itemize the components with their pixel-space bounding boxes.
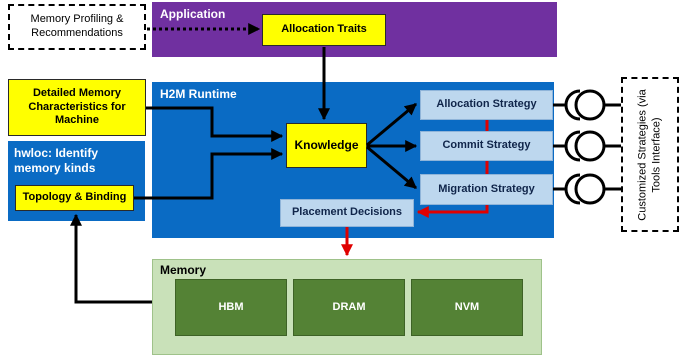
commit-interface-socket — [553, 130, 621, 162]
allocation-traits-box: Allocation Traits — [262, 14, 386, 46]
knowledge-to-migration-arrow — [366, 145, 417, 190]
migration-interface-socket — [553, 173, 621, 205]
allocation-interface-socket — [553, 89, 621, 121]
customized-strategies-box: Customized Strategies (via Tools Interfa… — [621, 77, 679, 232]
memory-title: Memory — [160, 263, 207, 277]
topology-to-knowledge-arrow — [134, 148, 284, 200]
application-title: Application — [160, 7, 226, 21]
migration-strategy-box: Migration Strategy — [420, 174, 553, 205]
runtime-title: H2M Runtime — [160, 87, 237, 101]
memory-dram: DRAM — [293, 279, 405, 336]
knowledge-box: Knowledge — [286, 123, 367, 168]
detailed-memory-box: Detailed Memory Characteristics for Mach… — [8, 79, 146, 136]
memory-profiling-box: Memory Profiling & Recommendations — [8, 4, 146, 50]
knowledge-to-allocation-arrow — [366, 102, 417, 147]
strategies-to-placement-arrow — [416, 205, 489, 218]
memory-nvm: NVM — [411, 279, 523, 336]
hwloc-title: hwloc: Identify memory kinds — [14, 146, 98, 175]
topology-binding-box: Topology & Binding — [15, 185, 134, 211]
placement-decisions-box: Placement Decisions — [280, 199, 414, 227]
memory-to-hwloc-arrow — [70, 213, 152, 304]
allocation-strategy-box: Allocation Strategy — [420, 90, 553, 120]
detailed-memory-to-knowledge-arrow — [146, 106, 284, 142]
commit-strategy-box: Commit Strategy — [420, 131, 553, 161]
memory-hbm: HBM — [175, 279, 287, 336]
